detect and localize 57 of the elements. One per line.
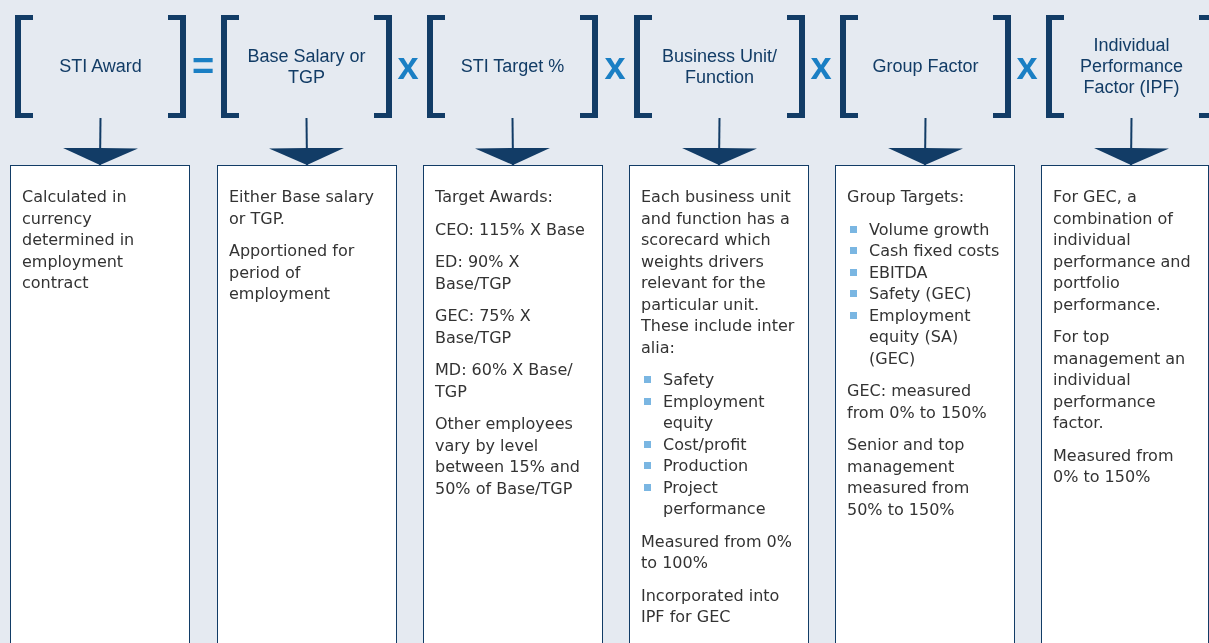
description-text: GEC: 75% X Base/TGP xyxy=(435,305,532,348)
header-label: Group Factor xyxy=(872,56,979,77)
bracket-header xyxy=(1046,15,1209,118)
description-text: Apportioned for period of employment xyxy=(229,240,356,305)
bracket-header xyxy=(634,15,805,118)
pointer-arrow xyxy=(1093,117,1170,166)
bullet-item: Cash fixed costs xyxy=(847,240,1004,262)
pointer-arrow xyxy=(268,117,345,166)
header-label: STI Award xyxy=(59,56,142,77)
description-text: GEC: measured from 0% to 150% xyxy=(847,380,988,423)
text-panel xyxy=(217,165,397,643)
description-text: ED: 90% X Base/TGP xyxy=(435,251,521,294)
operator-sign: x xyxy=(1015,44,1039,89)
pointer-arrow xyxy=(474,117,551,166)
bullet-item: Safety xyxy=(641,369,798,391)
pointer-arrow xyxy=(887,117,964,166)
description-text: Each business unit and function has a scorecard which weights drivers relevant for the particular unit. These include inter alia: xyxy=(641,186,796,358)
description-text: Senior and top management measured from 50% to 150% xyxy=(847,434,971,520)
description-text: For top management an individual performance factor. xyxy=(1053,326,1187,434)
pointer-arrow xyxy=(681,117,758,166)
bullet-item: Project performance xyxy=(641,476,798,520)
description-text: Measured from 0% to 100% xyxy=(641,530,793,574)
bracket-header xyxy=(221,15,392,118)
operator-sign: x xyxy=(396,44,420,89)
header-label: Base Salary or TGP xyxy=(246,45,367,88)
description-text: Other employees vary by level between 15% and 50% of Base/TGP xyxy=(435,413,582,499)
description-text: MD: 60% X Base/ TGP xyxy=(435,359,574,402)
description-text: Calculated in currency determined in employment contract xyxy=(22,186,136,294)
bracket-header xyxy=(15,15,186,118)
text-panel xyxy=(1041,165,1209,643)
header-label: STI Target % xyxy=(460,56,565,77)
operator-sign: x xyxy=(809,44,833,89)
bullet-item: Volume growth xyxy=(847,218,1004,240)
bullet-item: EBITDA xyxy=(847,261,1004,283)
description-text: Measured from 0% to 150% xyxy=(1053,444,1175,488)
description-text: Target Awards: xyxy=(435,186,554,208)
description-text: Either Base salary or TGP. xyxy=(229,186,375,229)
text-panel xyxy=(423,165,603,643)
bullet-item: Production xyxy=(641,455,798,477)
pointer-arrow xyxy=(62,117,139,166)
operator-sign: x xyxy=(603,44,627,89)
bullet-item: Employment equity xyxy=(641,390,798,434)
bracket-header xyxy=(427,15,598,118)
description-text: Group Targets: xyxy=(847,186,966,208)
text-panel xyxy=(10,165,190,643)
description-text: Incorporated into IPF for GEC xyxy=(641,584,781,628)
description-text: For GEC, a combination of individual performance and portfolio performance. xyxy=(1053,186,1192,315)
bullet-item: Employment equity (SA) (GEC) xyxy=(847,304,1004,369)
bullet-item: Cost/profit xyxy=(641,433,798,455)
description-text: CEO: 115% X Base xyxy=(435,218,586,240)
text-panel xyxy=(835,165,1015,643)
bracket-header xyxy=(840,15,1011,118)
header-label: Business Unit/ Function xyxy=(660,45,779,88)
bullet-item: Safety (GEC) xyxy=(847,283,1004,305)
text-panel xyxy=(629,165,809,643)
operator-sign: = xyxy=(190,44,216,89)
header-label: Individual Performance Factor (IPF) xyxy=(1078,35,1184,98)
